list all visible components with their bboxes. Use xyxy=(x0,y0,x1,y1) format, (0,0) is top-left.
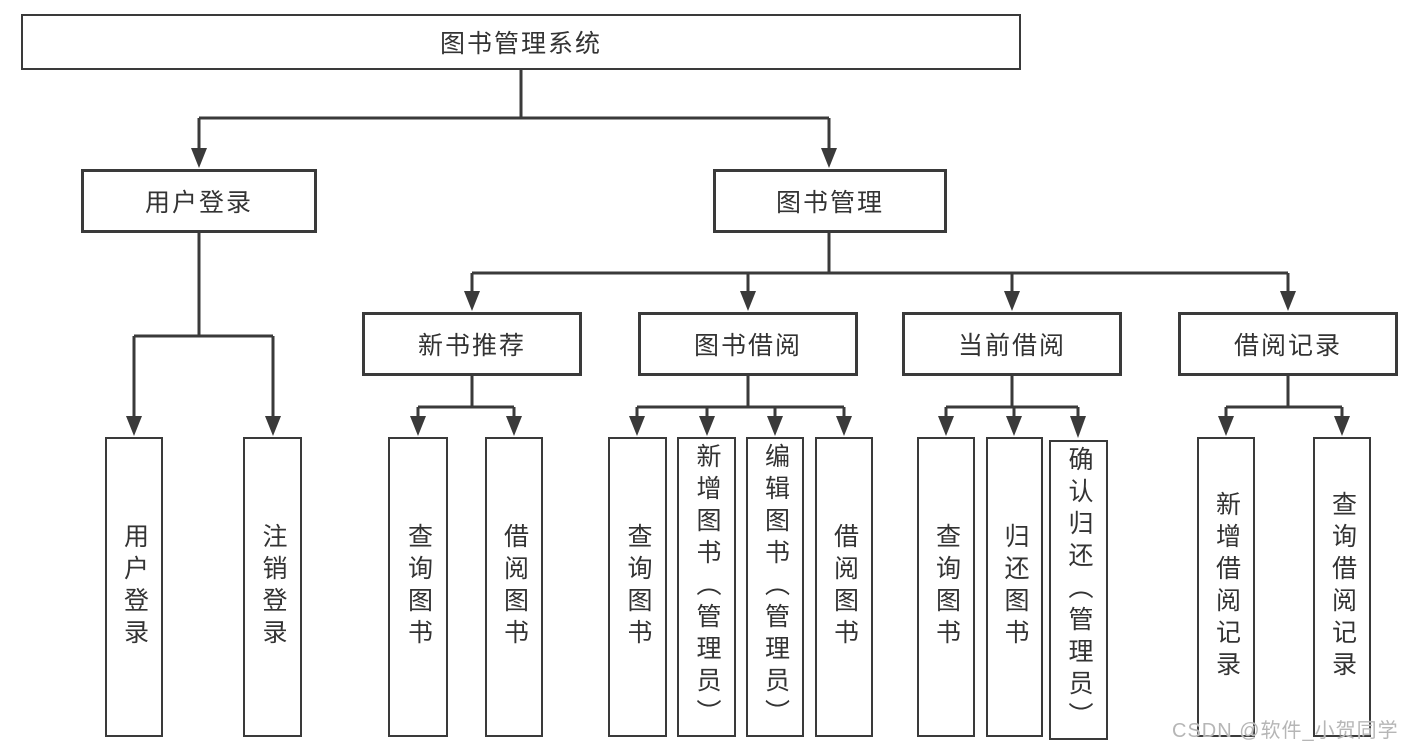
arrowheads xyxy=(126,148,1350,438)
node-book-borrow: 图书借阅 xyxy=(638,312,858,376)
node-label: 图书管理系统 xyxy=(439,30,602,58)
leaf-borrow-books: 借阅图书 xyxy=(815,437,873,737)
leaf-query-books-recommend: 查询图书 xyxy=(388,437,448,737)
node-library-system: 图书管理系统 xyxy=(21,14,1021,70)
leaf-label: 编辑图书（管理员） xyxy=(761,443,790,731)
leaf-add-borrow-record: 新增借阅记录 xyxy=(1197,437,1255,737)
node-label: 用户登录 xyxy=(144,189,253,217)
node-borrow-records: 借阅记录 xyxy=(1178,312,1398,376)
leaf-label: 查询图书 xyxy=(404,523,433,651)
leaf-label: 借阅图书 xyxy=(500,523,529,651)
leaf-label: 查询图书 xyxy=(932,523,961,651)
leaf-confirm-return-admin: 确认归还（管理员） xyxy=(1049,440,1108,740)
node-label: 图书管理 xyxy=(775,189,884,217)
csdn-watermark: CSDN @软件_小贺同学 xyxy=(1172,720,1399,742)
leaf-query-books-borrow: 查询图书 xyxy=(608,437,667,737)
node-new-book-recommend: 新书推荐 xyxy=(362,312,582,376)
leaf-label: 用户登录 xyxy=(120,523,149,651)
leaf-label: 查询借阅记录 xyxy=(1328,491,1357,683)
leaf-label: 注销登录 xyxy=(259,523,287,651)
node-label: 当前借阅 xyxy=(957,332,1066,360)
leaf-label: 新增图书（管理员） xyxy=(693,443,721,731)
leaf-query-books-current: 查询图书 xyxy=(917,437,975,737)
leaf-query-borrow-record: 查询借阅记录 xyxy=(1313,437,1371,737)
leaf-label: 借阅图书 xyxy=(830,523,859,651)
leaf-label: 查询图书 xyxy=(624,523,652,651)
leaf-label: 确认归还（管理员） xyxy=(1065,446,1093,734)
node-book-management: 图书管理 xyxy=(713,169,947,233)
leaf-logout: 注销登录 xyxy=(243,437,302,737)
node-label: 图书借阅 xyxy=(693,332,802,360)
node-user-login: 用户登录 xyxy=(81,169,317,233)
leaf-label: 新增借阅记录 xyxy=(1212,491,1241,683)
leaf-add-books-admin: 新增图书（管理员） xyxy=(677,437,736,737)
node-current-borrow: 当前借阅 xyxy=(902,312,1122,376)
leaf-return-books: 归还图书 xyxy=(986,437,1043,737)
leaf-borrow-books-recommend: 借阅图书 xyxy=(485,437,543,737)
leaf-user-login: 用户登录 xyxy=(105,437,163,737)
node-label: 新书推荐 xyxy=(417,332,526,360)
leaf-edit-books-admin: 编辑图书（管理员） xyxy=(746,437,804,737)
node-label: 借阅记录 xyxy=(1233,332,1342,360)
leaf-label: 归还图书 xyxy=(1001,523,1029,651)
